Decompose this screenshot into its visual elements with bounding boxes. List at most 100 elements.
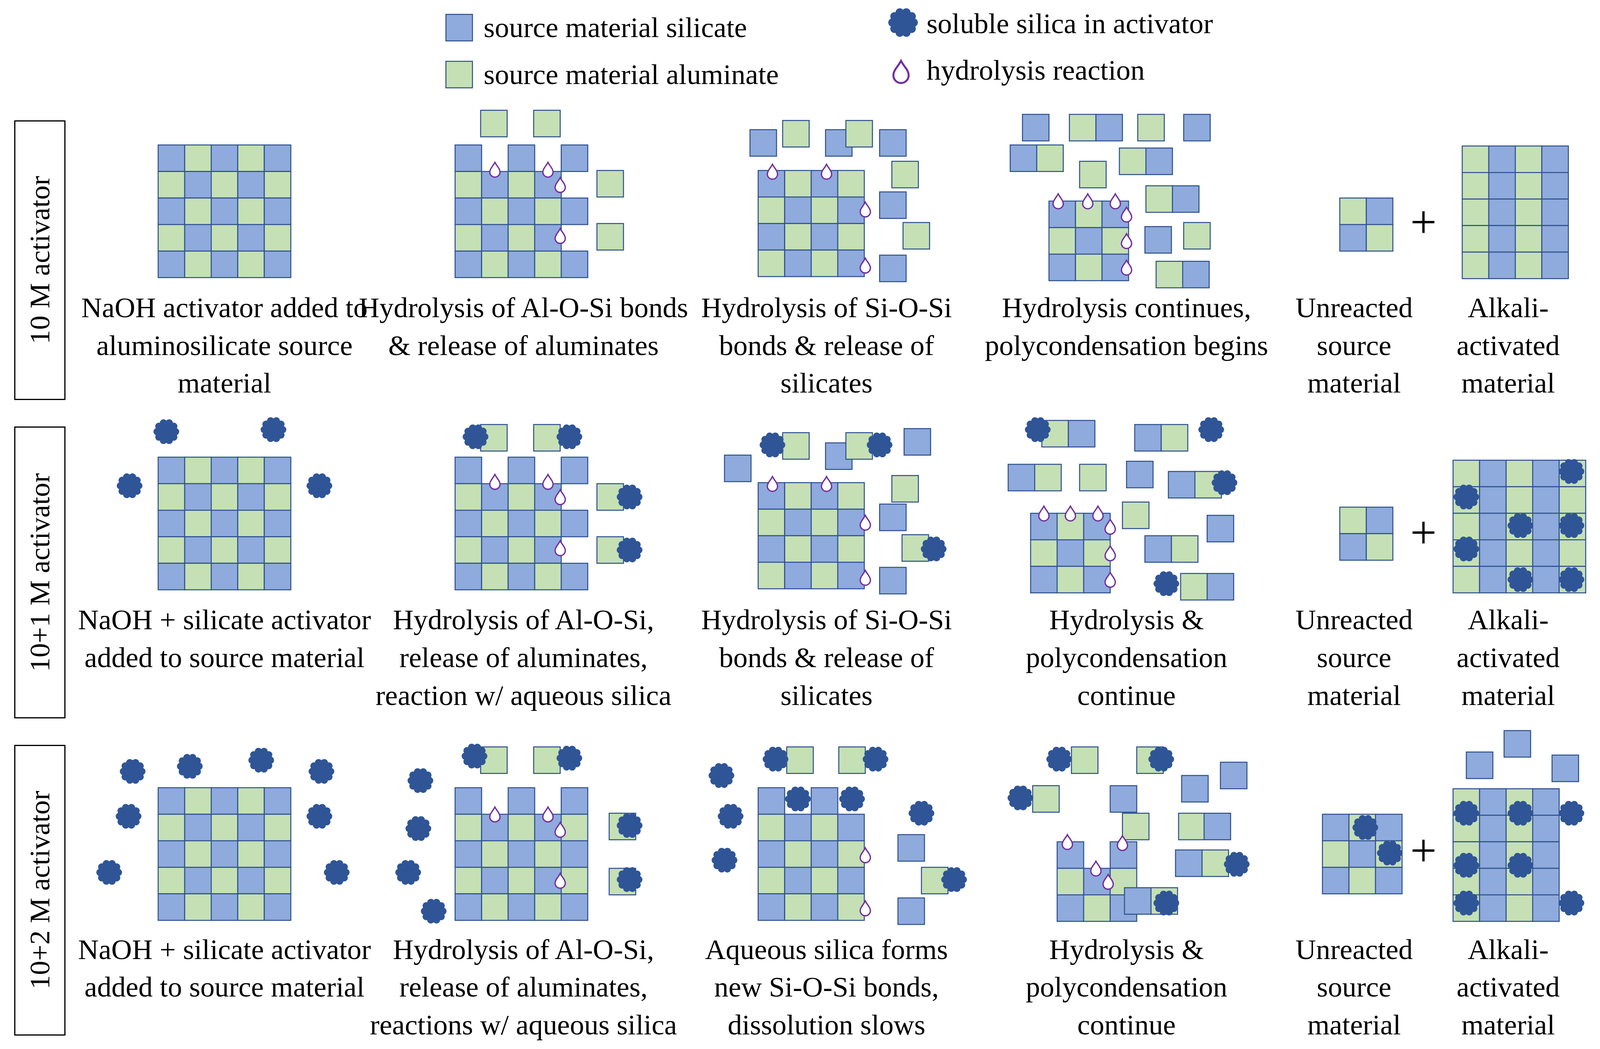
- tile: [237, 457, 265, 484]
- tile: [508, 537, 535, 564]
- tile: [508, 840, 535, 868]
- tile: [211, 224, 238, 251]
- hydrolysis-drop: [860, 847, 871, 863]
- tile: [1506, 460, 1533, 487]
- tile: [184, 867, 212, 894]
- soluble-silica: [115, 804, 142, 830]
- tile: [1541, 145, 1569, 173]
- tile: [158, 563, 185, 590]
- hydrolysis-drop: [860, 202, 871, 217]
- tile: [838, 746, 866, 774]
- tile: [1515, 199, 1542, 226]
- step-caption: NaOH activator added to aluminosilicate …: [75, 288, 374, 403]
- silica-lobe: [325, 762, 333, 770]
- tile: [757, 535, 785, 563]
- hydrolysis-drop: [1065, 506, 1076, 521]
- silica-lobe: [340, 863, 349, 871]
- tile: [1479, 788, 1507, 816]
- tile: [1541, 252, 1569, 279]
- step-caption: Unreacted source material: [1285, 288, 1423, 403]
- tile: [1079, 464, 1106, 491]
- drop-outline: [489, 807, 500, 822]
- tile: [784, 535, 812, 563]
- hydrolysis-drop: [1105, 546, 1116, 561]
- tile: [1322, 840, 1350, 868]
- hydrolysis-drop: [555, 177, 566, 193]
- soluble-silica: [323, 860, 350, 886]
- hydrolysis-drop: [555, 228, 566, 244]
- tile: [561, 814, 588, 841]
- tile: [1532, 894, 1559, 922]
- tile: [534, 894, 562, 921]
- silica-lobe: [1062, 750, 1071, 758]
- tile: [264, 198, 291, 225]
- tile: [1479, 868, 1507, 895]
- silica-lobe: [424, 771, 432, 780]
- tile: [1075, 227, 1103, 255]
- tile: [211, 537, 238, 564]
- tile: [784, 223, 812, 251]
- soluble-silica: [153, 419, 180, 445]
- step-caption: Hydrolysis of Al-O-Si, release of alumin…: [351, 600, 697, 715]
- tile: [811, 535, 838, 563]
- tile: [454, 171, 482, 199]
- soluble-silica: [1352, 815, 1379, 841]
- tile: [1110, 785, 1137, 813]
- drop-outline: [542, 474, 554, 490]
- tile: [1145, 147, 1173, 175]
- tile: [481, 537, 509, 564]
- tile: [1488, 172, 1516, 199]
- tile: [845, 120, 873, 147]
- tile: [757, 562, 785, 589]
- tile: [1541, 172, 1569, 199]
- silica-lobe: [1169, 574, 1178, 583]
- tile: [211, 894, 238, 921]
- tile: [454, 457, 482, 484]
- tile: [1479, 566, 1507, 594]
- silica-lobe: [633, 816, 641, 824]
- tile: [724, 455, 751, 482]
- tile: [211, 198, 238, 225]
- silica-lobe: [883, 436, 891, 444]
- tile: [445, 14, 473, 41]
- tile: [1488, 199, 1516, 226]
- soluble-silica: [248, 747, 274, 773]
- tile: [837, 250, 865, 277]
- tile: [534, 563, 562, 590]
- soluble-silica: [1558, 567, 1585, 593]
- tile: [1479, 842, 1507, 869]
- hydrolysis-drop: [860, 570, 871, 586]
- hydrolysis-drop: [1110, 194, 1121, 209]
- tile: [237, 144, 265, 172]
- tile: [264, 537, 291, 564]
- drop-outline: [489, 162, 500, 177]
- tile: [508, 198, 535, 225]
- drop-outline: [555, 177, 566, 193]
- tile: [1532, 460, 1559, 487]
- tile: [533, 424, 561, 451]
- soluble-silica: [260, 417, 287, 443]
- soluble-silica: [306, 473, 333, 499]
- drop-outline: [1117, 835, 1128, 851]
- drop-outline: [1053, 194, 1064, 209]
- soluble-silica: [1453, 536, 1480, 562]
- tile: [837, 867, 865, 894]
- hydrolysis-drop: [542, 474, 554, 490]
- row-label: 10+2 M activator: [23, 791, 57, 990]
- tile: [481, 250, 509, 278]
- soluble-silica: [1024, 417, 1051, 443]
- tile: [1030, 539, 1058, 567]
- legend-text: source material aluminate: [483, 57, 779, 92]
- silica-lobe: [1470, 856, 1478, 864]
- tile: [237, 537, 265, 564]
- drop-outline: [1082, 194, 1093, 209]
- tile: [454, 510, 482, 537]
- tile: [508, 144, 535, 172]
- tile: [237, 894, 265, 921]
- hydrolysis-drop: [1121, 260, 1132, 276]
- soluble-silica: [616, 484, 643, 510]
- tile: [811, 840, 838, 868]
- tile: [1488, 252, 1516, 279]
- tile: [1349, 840, 1376, 868]
- tile: [454, 537, 482, 564]
